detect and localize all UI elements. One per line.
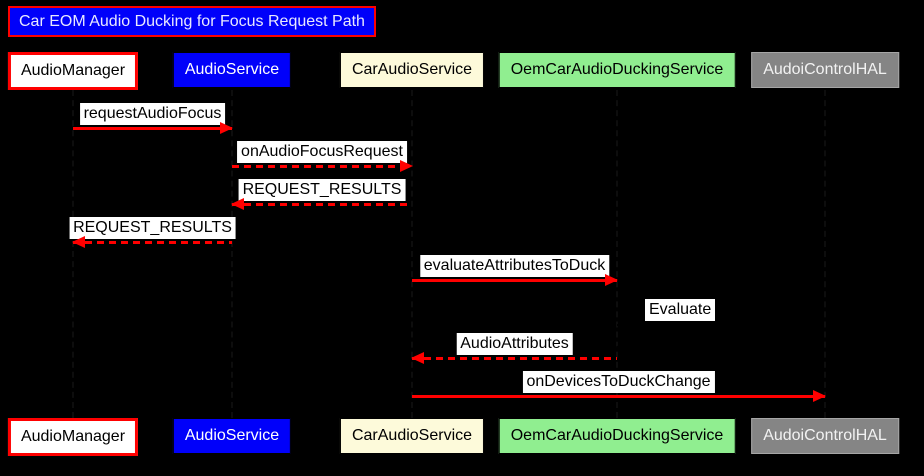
arrowhead-icon — [400, 160, 413, 172]
message-label: Evaluate — [645, 299, 716, 321]
self-message-arrow — [615, 324, 664, 353]
message-line — [412, 395, 825, 398]
arrowhead-icon — [72, 236, 85, 248]
lifeline-oemcaraudioduckingservice — [616, 90, 618, 418]
message-label: AudioAttributes — [456, 333, 573, 355]
arrowhead-icon — [231, 198, 244, 210]
message-label: requestAudioFocus — [79, 103, 226, 125]
participant-oemcaraudioduckingservice-top: OemCarAudioDuckingService — [498, 52, 736, 88]
message-label: REQUEST_RESULTS — [69, 217, 236, 239]
participant-audioservice-top: AudioService — [172, 52, 292, 88]
message-line — [232, 203, 412, 206]
participant-oemcaraudioduckingservice-bottom: OemCarAudioDuckingService — [498, 418, 736, 454]
participant-caraudioservice-top: CarAudioService — [339, 52, 485, 88]
arrowhead-icon — [411, 352, 424, 364]
message-arrow — [73, 122, 233, 134]
message-arrow — [412, 274, 618, 286]
participant-audoicontrolhal-bottom: AudoiControlHAL — [751, 418, 899, 454]
message-arrow — [72, 236, 232, 248]
message-line — [412, 357, 617, 360]
message-line — [412, 279, 617, 282]
arrowhead-icon — [615, 341, 628, 353]
lifeline-audiomanager — [72, 90, 74, 418]
message-label: REQUEST_RESULTS — [238, 179, 406, 201]
participant-audiomanager-bottom: AudioManager — [7, 418, 139, 456]
arrowhead-icon — [605, 274, 618, 286]
lifeline-audoicontrolhal — [824, 90, 826, 418]
participant-audiomanager-top: AudioManager — [7, 52, 139, 90]
arrowhead-icon — [813, 390, 826, 402]
participant-audioservice-bottom: AudioService — [172, 418, 292, 454]
lifeline-audioservice — [231, 90, 233, 418]
participant-caraudioservice-bottom: CarAudioService — [339, 418, 485, 454]
message-label: onDevicesToDuckChange — [522, 371, 715, 393]
message-label: evaluateAttributesToDuck — [419, 255, 610, 277]
message-arrow — [232, 160, 413, 172]
participant-audoicontrolhal-top: AudoiControlHAL — [751, 52, 899, 88]
message-line — [232, 165, 412, 168]
message-arrow — [231, 198, 412, 210]
lifeline-caraudioservice — [411, 90, 413, 418]
arrowhead-icon — [220, 122, 233, 134]
message-line — [73, 127, 232, 130]
message-arrow — [412, 390, 826, 402]
message-line — [73, 241, 232, 244]
message-arrow — [411, 352, 617, 364]
message-label: onAudioFocusRequest — [237, 141, 407, 163]
diagram-title: Car EOM Audio Ducking for Focus Request … — [8, 6, 376, 37]
